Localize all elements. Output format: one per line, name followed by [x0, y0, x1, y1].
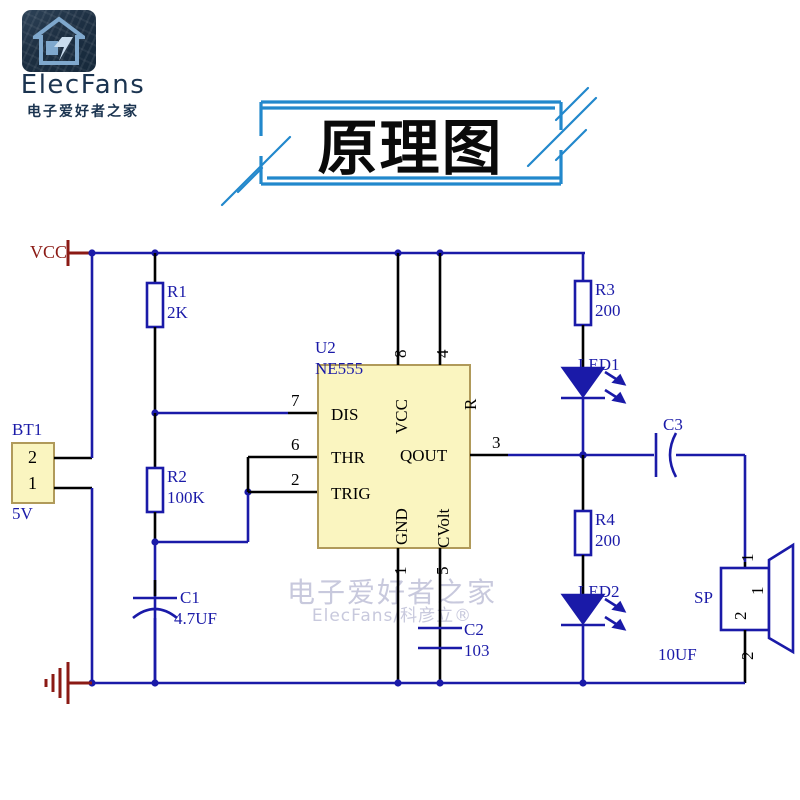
ic-part-label: NE555	[315, 359, 364, 378]
r1-value-label: 2K	[167, 303, 188, 322]
ic-pinname-trig: TRIG	[331, 484, 371, 503]
ic-pin-8-number: 8	[391, 349, 410, 359]
r4-value-label: 200	[595, 531, 621, 550]
battery-pin-2-label: 2	[28, 447, 37, 467]
speaker-sp	[719, 542, 795, 683]
ic-pinname-qout: QOUT	[400, 446, 448, 465]
speaker-inner-pin-2: 2	[731, 611, 750, 621]
c1-value-label: 4.7UF	[174, 609, 217, 628]
speaker-ref-label: SP	[694, 588, 713, 607]
ic-pin-7-number: 7	[291, 391, 300, 410]
ic-pin-leads	[396, 253, 508, 683]
led1-ref-label: LED1	[578, 355, 620, 374]
resistor-r1	[145, 253, 165, 413]
page-title: 原理图	[317, 113, 504, 184]
battery-pin-1-label: 1	[28, 473, 37, 493]
ic-pinname-dis: DIS	[331, 405, 359, 424]
r3-value-label: 200	[595, 301, 621, 320]
vcc-label: VCC	[30, 242, 68, 262]
r1-ref-label: R1	[167, 282, 187, 301]
c3-value-label: 10UF	[658, 645, 697, 664]
c2-ref-label: C2	[464, 620, 484, 639]
ic-pinname-gnd: GND	[392, 508, 411, 545]
ic-pin-2-number: 2	[291, 470, 300, 489]
ic-ne555-body	[317, 364, 471, 549]
c2-value-label: 103	[464, 641, 490, 660]
ic-pin-6-number: 6	[291, 435, 300, 454]
capacitor-c3	[654, 432, 678, 478]
house-glyph-icon	[33, 16, 85, 65]
c1-ref-label: C1	[180, 588, 200, 607]
brand-subtitle: 电子爱好者之家	[27, 104, 139, 120]
brand-logo: ElecFans 电子爱好者之家	[8, 8, 158, 133]
r4-ref-label: R4	[595, 510, 615, 529]
title-banner: 原理图	[243, 88, 578, 198]
elecfans-house-logo-icon	[22, 10, 96, 72]
net-thr-trig	[155, 455, 318, 544]
ic-pinname-cvolt: CVolt	[434, 508, 453, 548]
ic-pinname-thr: THR	[331, 448, 365, 467]
capacitor-c1	[132, 580, 178, 683]
brand-name: ElecFans	[20, 70, 146, 100]
led-branch	[560, 253, 627, 683]
led2-ref-label: LED2	[578, 582, 620, 601]
ic-pinname-r: R	[461, 398, 480, 410]
r2-value-label: 100K	[167, 488, 205, 507]
net-qout	[508, 451, 747, 562]
ground-symbol-icon	[44, 662, 92, 704]
battery-ref-label: BT1	[12, 420, 43, 439]
ic-pin-4-number: 4	[433, 349, 452, 359]
capacitor-c2	[418, 626, 462, 650]
r3-ref-label: R3	[595, 280, 615, 299]
ground-rail	[88, 679, 745, 687]
speaker-pin-2-number: 2	[738, 651, 757, 661]
speaker-pin-1-number: 1	[738, 553, 757, 563]
r2-ref-label: R2	[167, 467, 187, 486]
c3-ref-label: C3	[663, 415, 683, 434]
ic-pinname-vcc: VCC	[392, 399, 411, 434]
title-frame-decoration-icon	[259, 100, 563, 186]
ic-pin-1-number: 1	[391, 566, 410, 576]
battery-value-label: 5V	[12, 504, 33, 523]
ic-ref-label: U2	[315, 338, 336, 357]
ic-pin-3-number: 3	[492, 433, 501, 452]
speaker-inner-pin-1: 1	[748, 586, 767, 596]
ic-pin-5-number: 5	[433, 566, 452, 576]
battery-bt1	[11, 253, 94, 683]
vcc-rail	[66, 240, 585, 266]
